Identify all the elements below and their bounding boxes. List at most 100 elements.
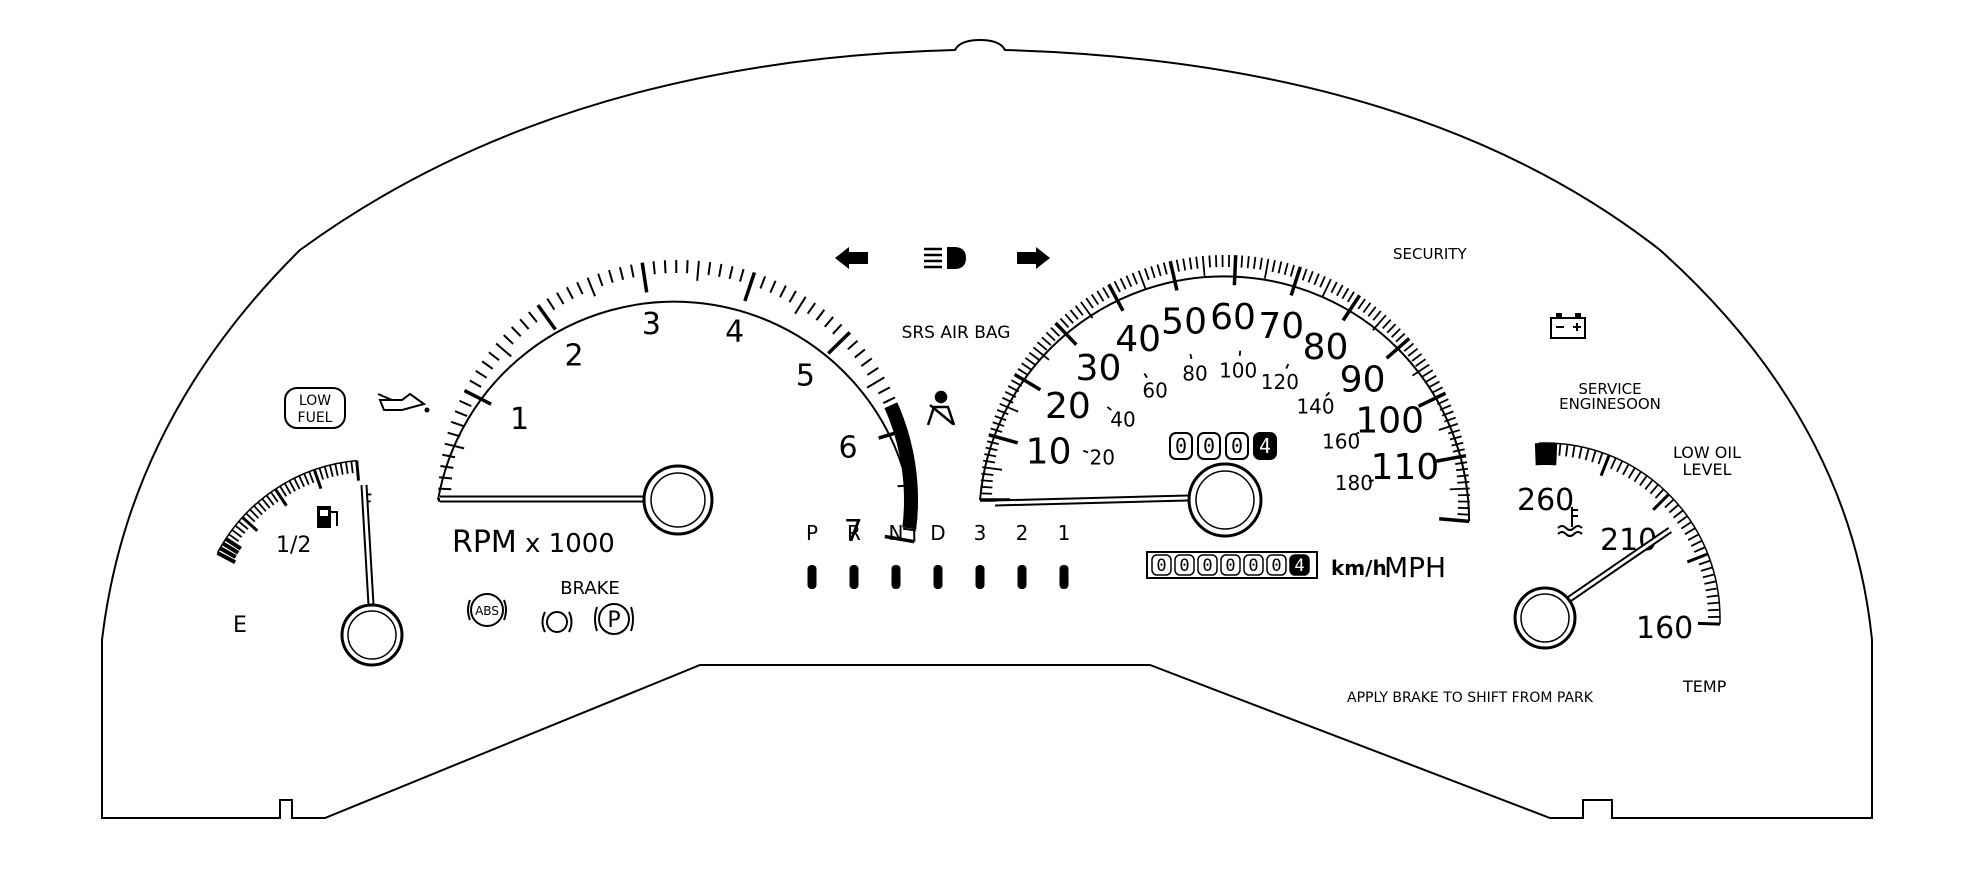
- fuel-tick: [334, 463, 339, 476]
- temp-tick: [1698, 559, 1711, 566]
- tach-tick: [882, 396, 896, 404]
- rpm-multiplier-label: x 1000: [525, 529, 615, 559]
- speed-tick: [1403, 342, 1415, 352]
- tach-tick: [696, 260, 700, 281]
- fuel-gauge: E 1/2 F LOW FUEL: [216, 387, 430, 667]
- brake-label: BRAKE: [560, 578, 620, 599]
- speed-tick: [1277, 261, 1283, 274]
- speed-tick: [1428, 380, 1440, 389]
- fuel-tick: [293, 477, 301, 490]
- speed-tick: [1301, 268, 1308, 281]
- fuel-tick: [249, 508, 260, 519]
- prndl-lamp: [807, 565, 817, 589]
- speed-tick: [1036, 341, 1048, 351]
- speed-tick: [1330, 281, 1338, 294]
- tach-tick: [779, 285, 787, 298]
- fuel-tick: [238, 520, 249, 530]
- speedometer-ticks: [979, 255, 1471, 524]
- tach-scale-label: 3: [642, 307, 661, 342]
- speed-tick: [1425, 375, 1437, 383]
- service-engine-label-line2: ENGINESOON: [1559, 395, 1661, 413]
- tach-tick: [469, 379, 482, 388]
- speed-tick: [1253, 256, 1257, 269]
- tach-tick: [546, 298, 556, 311]
- tach-tick: [827, 331, 852, 355]
- temp-tick: [1654, 488, 1665, 499]
- temp-tick: [1633, 471, 1642, 483]
- tach-tick: [556, 292, 565, 305]
- speed-tick: [1032, 346, 1050, 361]
- temp-tick: [1693, 546, 1706, 553]
- tach-tick: [884, 534, 915, 544]
- speed-tick: [1417, 391, 1447, 408]
- tach-tick: [528, 311, 538, 323]
- speed-mph-label: 40: [1115, 319, 1161, 360]
- temp-tick: [1649, 483, 1659, 495]
- speed-tick: [1321, 278, 1332, 298]
- temp-tick: [1548, 443, 1558, 466]
- fuel-tick: [241, 516, 259, 532]
- temp-tick: [1668, 504, 1680, 514]
- speed-tick: [1438, 422, 1459, 431]
- tach-tick: [463, 388, 492, 406]
- fuel-half-label: 1/2: [276, 533, 311, 558]
- speed-tick: [1001, 396, 1014, 404]
- speed-tick: [1411, 353, 1423, 362]
- temp-arc: [1538, 442, 1721, 625]
- tach-scale-label: 6: [839, 431, 858, 466]
- tach-tick: [739, 268, 745, 282]
- trip-digit-3: 0: [1231, 434, 1243, 458]
- fuel-tick: [224, 537, 242, 551]
- trip-digit-2: 0: [1203, 434, 1215, 458]
- fuel-tick: [270, 491, 279, 503]
- temp-tick: [1687, 533, 1700, 541]
- speed-kmh-tick: [1238, 350, 1242, 356]
- speed-tick: [1125, 275, 1133, 288]
- low-oil-level-label-line2: LEVEL: [1683, 460, 1732, 479]
- temp-tick: [1627, 467, 1636, 479]
- odometer-digit: 0: [1202, 556, 1212, 576]
- speed-arc: [979, 275, 1471, 522]
- speed-tick: [1457, 513, 1470, 516]
- battery-icon: [1550, 313, 1586, 339]
- temp-label-260: 260: [1517, 483, 1574, 518]
- temp-needle-hub: [1513, 586, 1577, 650]
- speed-tick: [1263, 258, 1270, 279]
- speed-kmh-tick: [1285, 363, 1290, 369]
- fuel-tick: [234, 524, 246, 534]
- speed-tick: [1074, 305, 1084, 316]
- park-brake-label: P: [607, 608, 620, 633]
- speed-tick: [1021, 362, 1033, 371]
- tach-scale-label: 5: [796, 359, 815, 394]
- prndl-lamp: [891, 565, 901, 589]
- speed-tick: [1449, 435, 1462, 441]
- odometer-digit-box: [1220, 554, 1241, 576]
- speed-kmh-tick: [1189, 353, 1193, 360]
- temp-tick: [1690, 539, 1703, 547]
- fuel-tick: [329, 464, 334, 477]
- fuel-empty-label: E: [233, 613, 247, 638]
- temp-tick: [1599, 454, 1611, 477]
- tach-tick: [519, 318, 530, 330]
- fuel-tick: [245, 512, 256, 523]
- speed-kmh-label: 60: [1142, 378, 1167, 402]
- prndl-lamp: [933, 565, 943, 589]
- odometer-digit-box: [1266, 554, 1287, 576]
- speed-kmh-label: 180: [1335, 471, 1373, 495]
- speed-tick: [994, 415, 1007, 421]
- security-label: SECURITY: [1393, 245, 1467, 263]
- speed-tick: [1313, 273, 1320, 286]
- speed-mph-label: 70: [1258, 306, 1304, 347]
- speed-tick: [1137, 270, 1147, 290]
- low-oil-level-label-line1: LOW OIL: [1673, 443, 1741, 462]
- speed-tick: [1240, 255, 1244, 268]
- tach-tick: [459, 399, 472, 408]
- tach-tick: [824, 316, 834, 328]
- temp-tick: [1591, 450, 1597, 463]
- fuel-tick: [221, 541, 240, 555]
- prndl-label: N: [889, 521, 904, 545]
- tach-arc: [437, 300, 916, 542]
- temp-label-210: 210: [1600, 523, 1657, 558]
- tach-tick: [866, 366, 879, 376]
